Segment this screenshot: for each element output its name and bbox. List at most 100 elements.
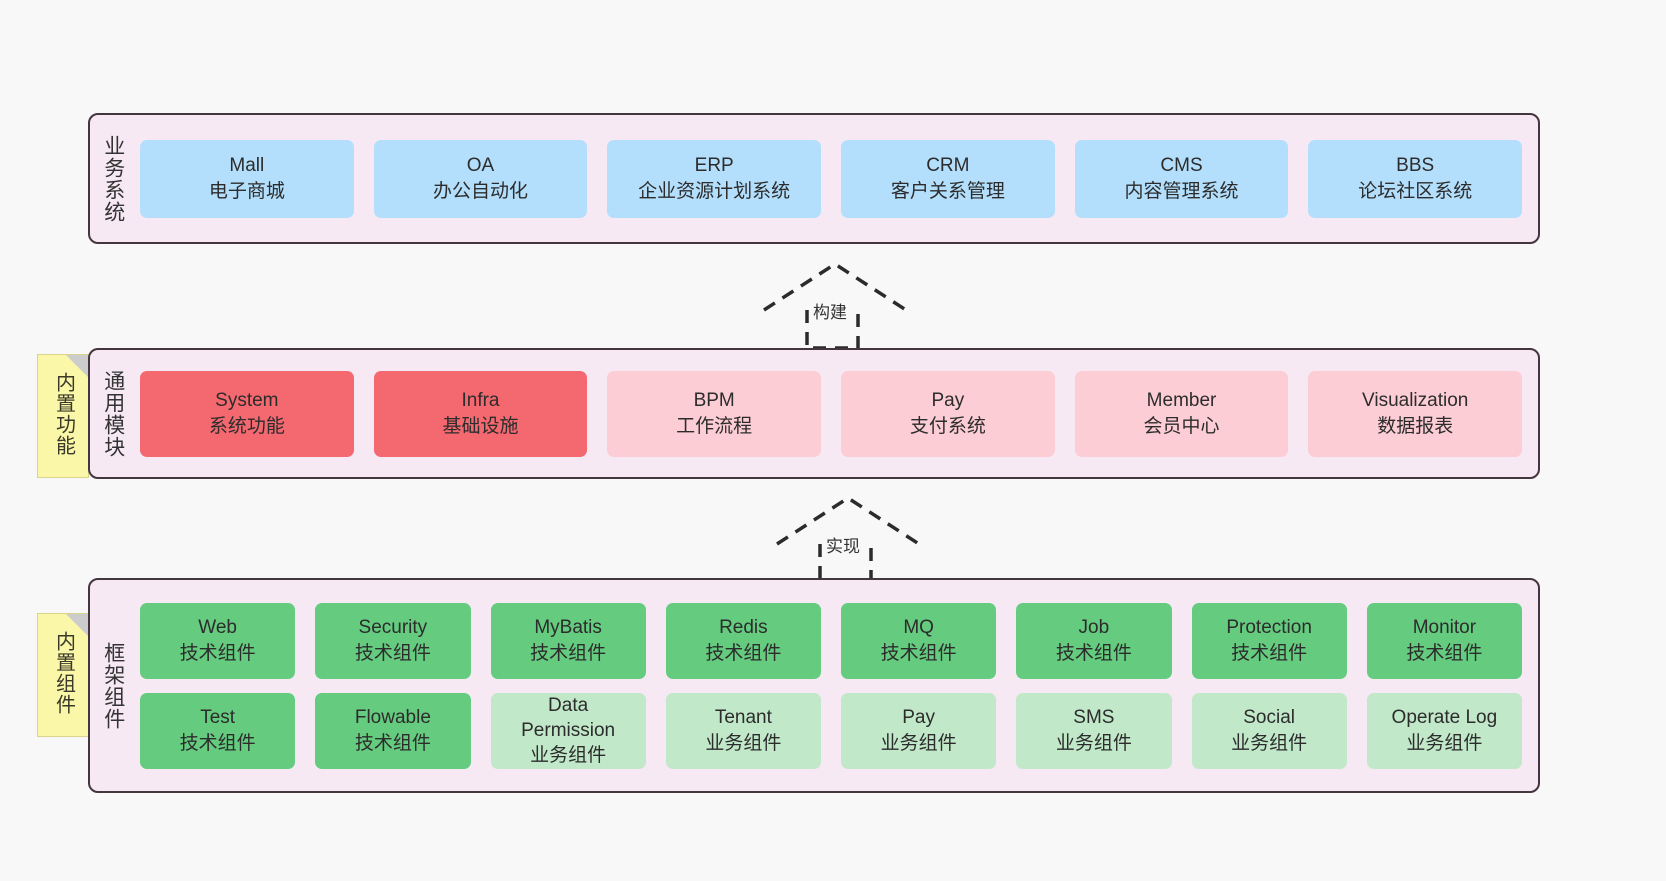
card-row: System 系统功能 Infra 基础设施 BPM 工作流程 Pay 支付系统… (140, 370, 1523, 457)
layer-body-business-system: Mall 电子商城 OA 办公自动化 ERP 企业资源计划系统 CRM 客户关系… (136, 115, 1538, 242)
layer-common-module: 通用模块 System 系统功能 Infra 基础设施 BPM 工作流程 Pay… (88, 348, 1540, 479)
card-subtitle: 业务组件 (1055, 732, 1132, 754)
card-social[interactable]: Social 业务组件 (1191, 692, 1347, 769)
card-mq[interactable]: MQ 技术组件 (841, 602, 997, 679)
card-title: Pay (931, 390, 965, 412)
card-bpm[interactable]: BPM 工作流程 (607, 370, 822, 457)
card-title: Test (200, 707, 236, 729)
card-operate-log[interactable]: Operate Log 业务组件 (1366, 692, 1522, 769)
card-title: BBS (1396, 155, 1435, 177)
card-title: Member (1146, 390, 1217, 412)
realization-arrow-icon (776, 495, 920, 584)
card-erp[interactable]: ERP 企业资源计划系统 (607, 139, 822, 218)
card-cms[interactable]: CMS 内容管理系统 (1074, 139, 1289, 218)
card-sms[interactable]: SMS 业务组件 (1016, 692, 1172, 769)
card-subtitle: 技术组件 (354, 732, 431, 754)
card-title: BPM (693, 390, 735, 412)
card-subtitle: 业务组件 (1231, 732, 1308, 754)
card-title: CMS (1160, 155, 1203, 177)
card-mall[interactable]: Mall 电子商城 (140, 139, 354, 218)
card-subtitle: 论坛社区系统 (1358, 180, 1473, 202)
connector-realize: 实现 (773, 492, 923, 584)
card-subtitle: 会员中心 (1143, 415, 1220, 437)
card-title: Protection (1226, 617, 1312, 639)
card-row: Web 技术组件 Security 技术组件 MyBatis 技术组件 Redi… (140, 602, 1522, 679)
card-member[interactable]: Member 会员中心 (1074, 370, 1289, 457)
card-job[interactable]: Job 技术组件 (1016, 602, 1172, 679)
card-subtitle: 系统功能 (208, 415, 285, 437)
card-title: Mall (229, 155, 265, 177)
card-subtitle: 技术组件 (179, 642, 256, 664)
card-row: Test 技术组件 Flowable 技术组件 Data Permission … (140, 692, 1522, 769)
card-title: Monitor (1412, 617, 1477, 639)
card-title: MQ (903, 617, 934, 639)
layer-label-common-module: 通用模块 (101, 369, 125, 458)
card-title: Tenant (714, 707, 772, 729)
card-subtitle: 客户关系管理 (890, 180, 1005, 202)
layer-label-business-system: 业务系统 (101, 134, 125, 223)
card-mybatis[interactable]: MyBatis 技术组件 (490, 602, 646, 679)
card-pay-component[interactable]: Pay 业务组件 (841, 692, 997, 769)
card-subtitle: 基础设施 (442, 415, 519, 437)
card-visualization[interactable]: Visualization 数据报表 (1308, 370, 1523, 457)
card-web[interactable]: Web 技术组件 (140, 602, 296, 679)
card-security[interactable]: Security 技术组件 (315, 602, 471, 679)
card-subtitle: 业务组件 (880, 732, 957, 754)
card-subtitle: 工作流程 (676, 415, 753, 437)
card-subtitle: 业务组件 (1406, 732, 1483, 754)
note-text: 内置组件 (52, 631, 75, 715)
card-title: Security (358, 617, 428, 639)
card-subtitle: 技术组件 (1406, 642, 1483, 664)
card-title: Infra (461, 390, 500, 412)
card-redis[interactable]: Redis 技术组件 (665, 602, 821, 679)
card-data-permission[interactable]: Data Permission 业务组件 (490, 692, 646, 769)
card-system[interactable]: System 系统功能 (140, 370, 354, 457)
note-builtin-component: 内置组件 (37, 613, 89, 737)
card-title: Data Permission (521, 694, 616, 741)
card-subtitle: 技术组件 (880, 642, 957, 664)
card-infra[interactable]: Infra 基础设施 (373, 370, 588, 457)
card-subtitle: 技术组件 (179, 732, 256, 754)
card-tenant[interactable]: Tenant 业务组件 (665, 692, 821, 769)
card-subtitle: 业务组件 (530, 745, 607, 767)
card-title: ERP (694, 155, 734, 177)
layer-label-framework-component: 框架组件 (101, 641, 125, 730)
card-monitor[interactable]: Monitor 技术组件 (1366, 602, 1522, 679)
card-title: SMS (1073, 707, 1115, 729)
card-bbs[interactable]: BBS 论坛社区系统 (1308, 139, 1523, 218)
note-text: 内置功能 (52, 372, 75, 456)
card-test[interactable]: Test 技术组件 (140, 692, 296, 769)
card-title: Redis (719, 617, 768, 639)
layer-body-common-module: System 系统功能 Infra 基础设施 BPM 工作流程 Pay 支付系统… (136, 350, 1538, 477)
card-title: Visualization (1362, 390, 1469, 412)
realization-arrow-icon (763, 261, 907, 350)
note-fold-icon (66, 614, 88, 636)
card-title: System (215, 390, 279, 412)
card-title: Web (198, 617, 237, 639)
card-oa[interactable]: OA 办公自动化 (373, 139, 588, 218)
card-pay[interactable]: Pay 支付系统 (841, 370, 1055, 457)
card-crm[interactable]: CRM 客户关系管理 (841, 139, 1055, 218)
note-builtin-function: 内置功能 (37, 354, 89, 478)
card-subtitle: 办公自动化 (433, 180, 529, 202)
card-flowable[interactable]: Flowable 技术组件 (315, 692, 471, 769)
card-title: Social (1243, 707, 1295, 729)
connector-label-build: 构建 (813, 303, 847, 322)
card-protection[interactable]: Protection 技术组件 (1191, 602, 1347, 679)
card-subtitle: 技术组件 (530, 642, 607, 664)
connector-label-realize: 实现 (826, 537, 860, 556)
card-title: Pay (902, 707, 935, 729)
card-subtitle: 电子商城 (208, 180, 285, 202)
card-subtitle: 数据报表 (1377, 415, 1454, 437)
card-subtitle: 企业资源计划系统 (638, 180, 791, 202)
card-subtitle: 业务组件 (705, 732, 782, 754)
layer-body-framework-component: Web 技术组件 Security 技术组件 MyBatis 技术组件 Redi… (136, 580, 1538, 791)
note-fold-icon (66, 355, 88, 377)
card-title: Job (1078, 617, 1110, 639)
layer-business-system: 业务系统 Mall 电子商城 OA 办公自动化 ERP 企业资源计划系统 CRM… (88, 113, 1540, 244)
card-title: CRM (926, 155, 970, 177)
card-subtitle: 技术组件 (1231, 642, 1308, 664)
card-title: Flowable (354, 707, 431, 729)
card-subtitle: 技术组件 (1055, 642, 1132, 664)
